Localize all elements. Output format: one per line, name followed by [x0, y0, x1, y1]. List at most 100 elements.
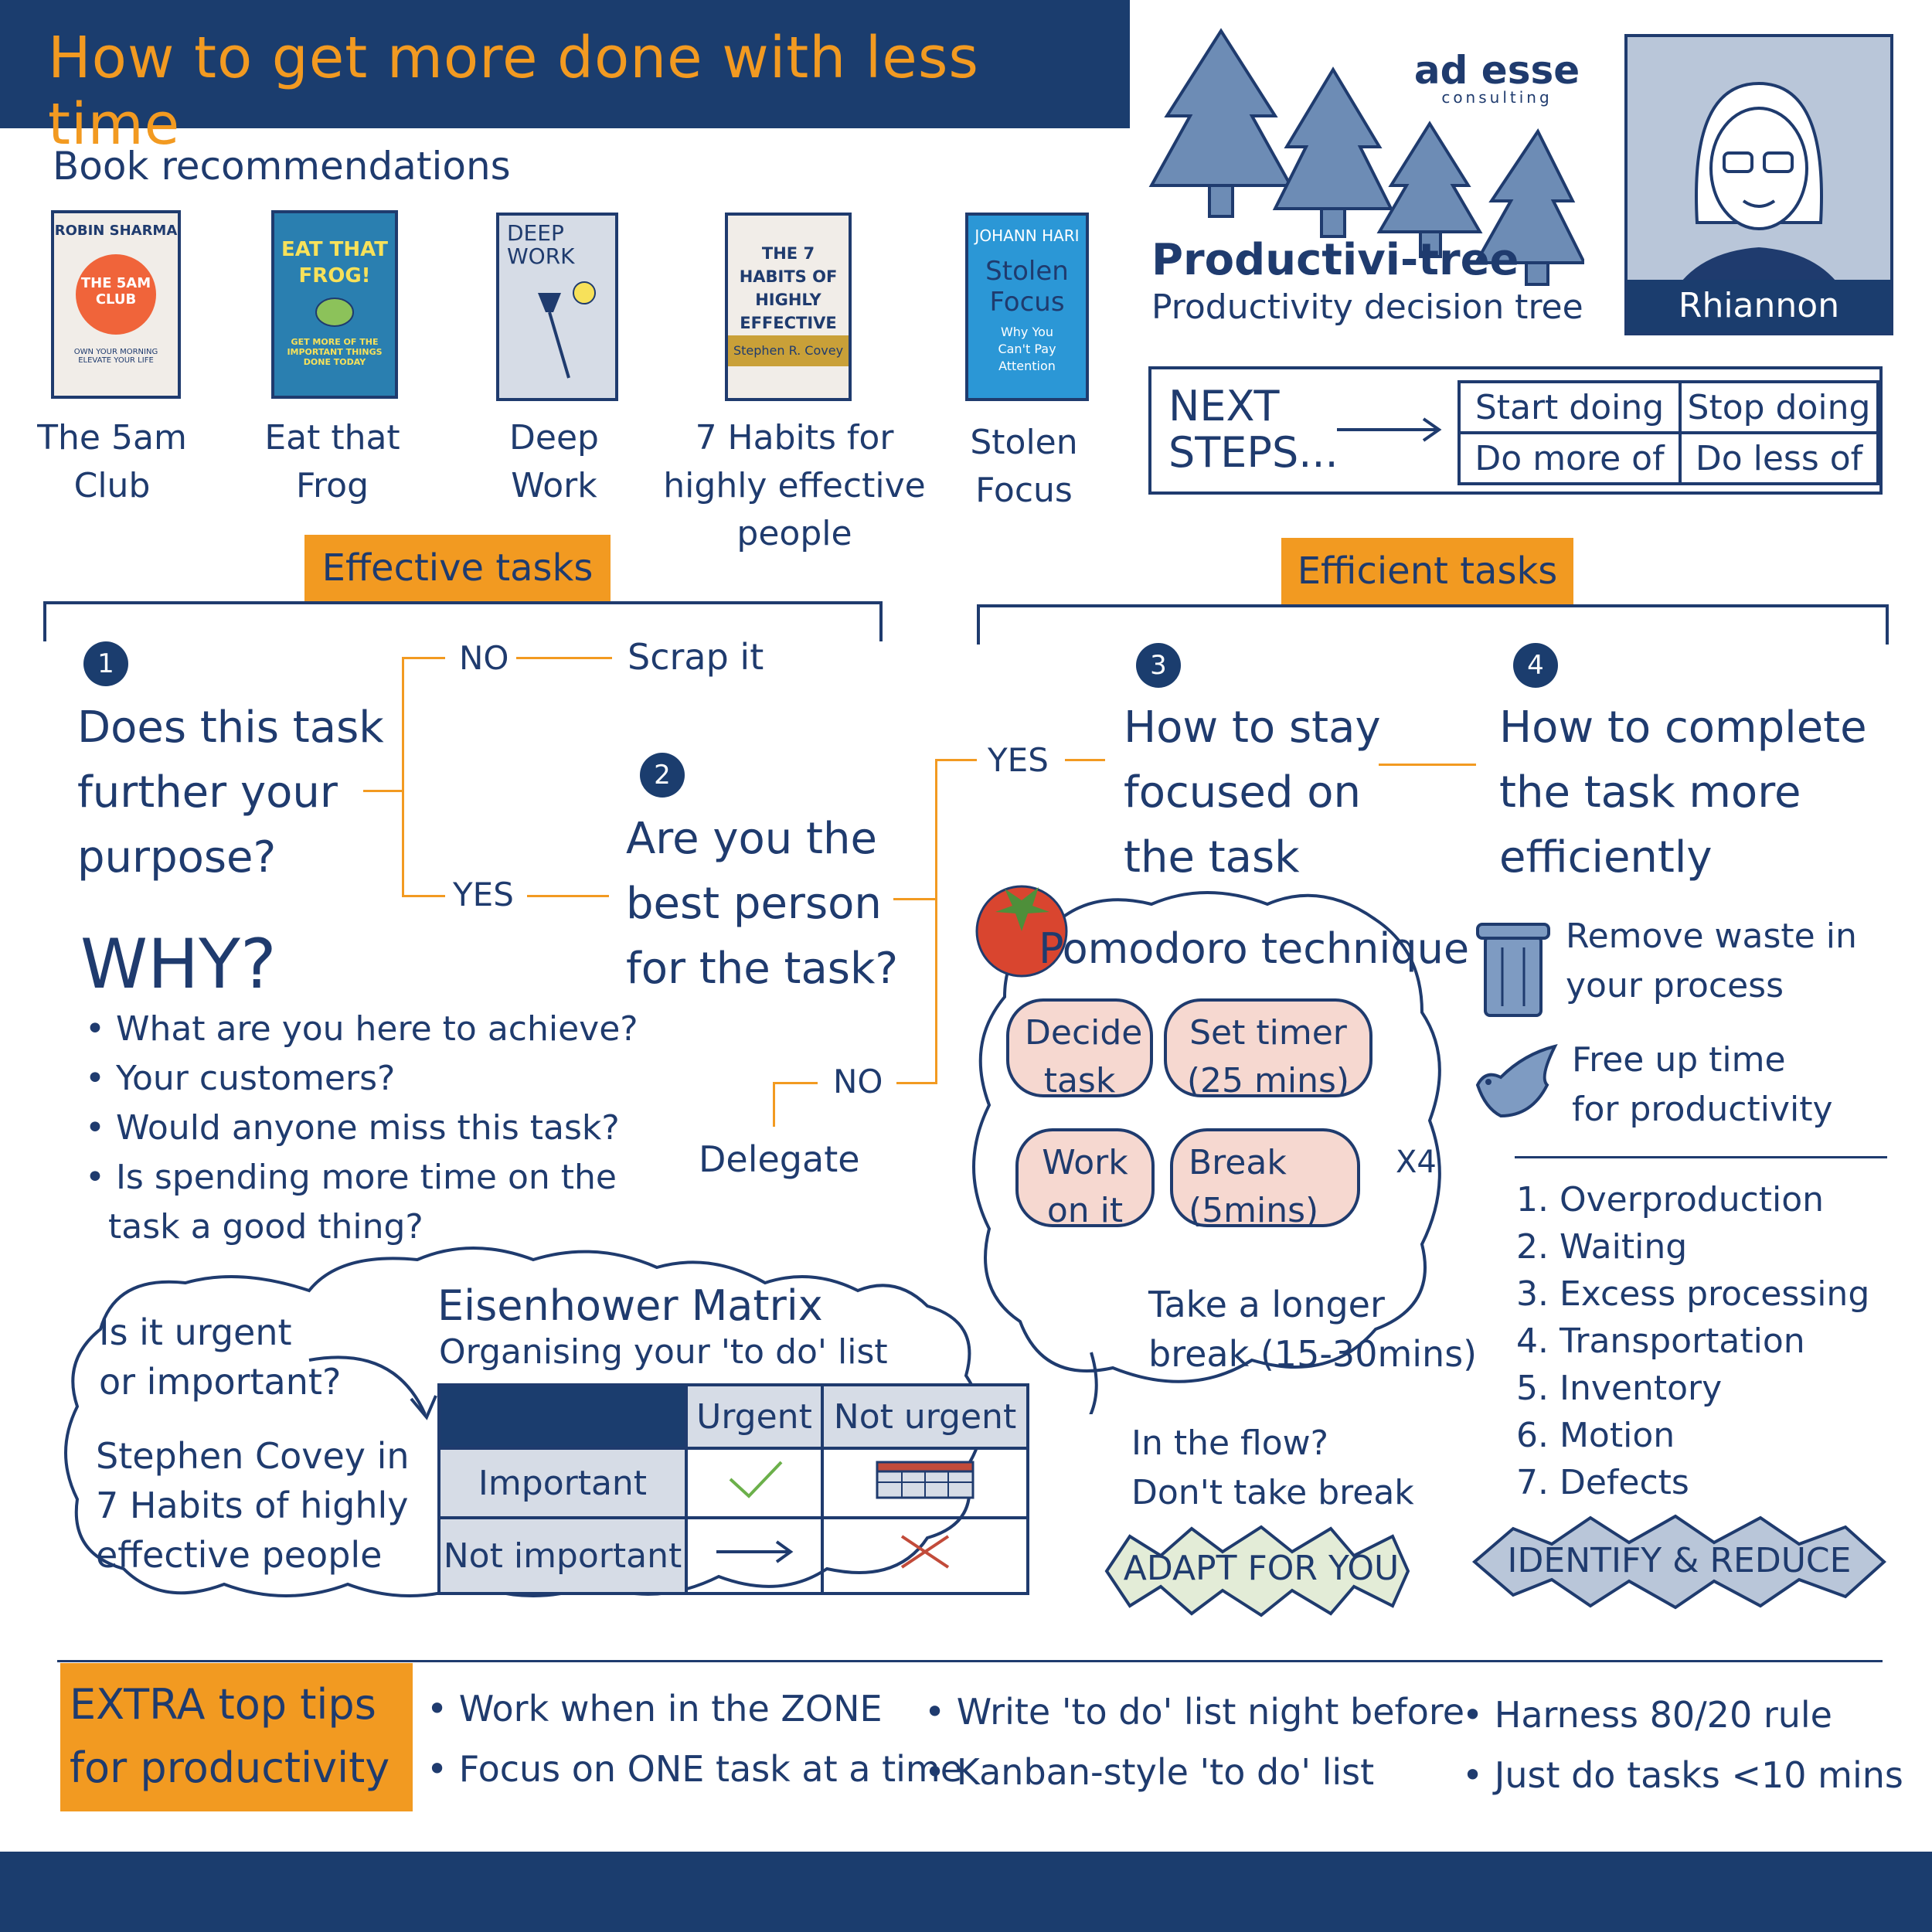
book-label-eat-that-frog: Eat that Frog [247, 414, 417, 510]
remove-waste-line: Remove waste in [1566, 917, 1857, 956]
pomodoro-longer-break: Take a longer break (15-30mins) [1148, 1280, 1477, 1379]
tip-item: • Focus on ONE task at a time [427, 1748, 963, 1790]
free-up-time: Free up time for productivity [1572, 1036, 1833, 1134]
question-1-line: further your [77, 767, 338, 818]
covey-line: Stephen Covey in [96, 1435, 410, 1477]
identify-label: IDENTIFY & REDUCE [1507, 1541, 1852, 1580]
author-portrait: Rhiannon Gibbs [1624, 34, 1893, 335]
book-label-7-habits: 7 Habits for highly effective people [655, 414, 934, 558]
next-steps-cell: Do more of [1458, 431, 1682, 485]
sun-icon [76, 254, 156, 335]
tip-item: • Kanban-style 'to do' list [924, 1751, 1375, 1793]
waste-item: 2. Waiting [1516, 1227, 1688, 1267]
book-cover-deep-work: DEEP WORK [496, 213, 618, 401]
why-item-text: What are you here to achieve? [115, 1009, 638, 1049]
question-3-line: the task [1124, 832, 1300, 883]
step-number-2: 2 [640, 753, 685, 798]
effective-bracket-top [43, 601, 883, 604]
book-label-text: The 5am Club [37, 418, 187, 505]
why-item: • What are you here to achieve? [85, 1009, 638, 1049]
book-label-text: 7 Habits for highly effective people [663, 418, 926, 553]
pill-line: Break [1189, 1143, 1287, 1182]
question-4-line: the task more [1499, 767, 1801, 818]
efficient-bracket-right [1886, 604, 1889, 645]
waste-item: 4. Transportation [1516, 1321, 1805, 1361]
next-steps-line-1: NEXT [1168, 382, 1280, 430]
book-label-stolen-focus: Stolen Focus [942, 419, 1106, 515]
efficient-bracket-left [977, 604, 980, 645]
column-header-urgent: Urgent [685, 1383, 824, 1450]
book-label-text: Stolen Focus [970, 423, 1078, 510]
covey-note: Stephen Covey in 7 Habits of highly effe… [96, 1431, 410, 1580]
question-4-line: efficiently [1499, 832, 1713, 883]
next-steps-cell: Start doing [1458, 380, 1682, 434]
adapt-label: ADAPT FOR YOU [1123, 1549, 1400, 1588]
identify-burst [1471, 1514, 1886, 1610]
efficient-tasks-tag: Efficient tasks [1281, 538, 1573, 604]
row-header-important: Important [437, 1447, 688, 1519]
branch-connector [935, 759, 937, 1083]
trees-illustration [1148, 28, 1584, 286]
urgent-question-line: Is it urgent [99, 1311, 292, 1353]
question-2: Are you the best person for the task? [626, 807, 898, 1002]
brand-logo-main: ad esse [1413, 48, 1580, 93]
tree-title: Productivi-tree [1151, 235, 1519, 285]
pill-line: (5mins) [1189, 1191, 1319, 1230]
tip-item: • Harness 80/20 rule [1462, 1694, 1832, 1736]
question-1-line: Does this task [77, 702, 384, 753]
urgent-question-line: or important? [99, 1361, 342, 1403]
delegate: Delegate [699, 1138, 860, 1180]
branch-connector [363, 790, 403, 792]
pomodoro-step-decide: Decide task [1006, 998, 1153, 1100]
waste-item: 3. Excess processing [1516, 1274, 1870, 1314]
calendar-icon [876, 1461, 975, 1498]
step-number-1: 1 [83, 641, 128, 686]
book-subtitle: OWN YOUR MORNING ELEVATE YOUR LIFE [73, 348, 158, 365]
tip-item: • Work when in the ZONE [427, 1688, 883, 1730]
pomodoro-step-timer: Set timer (25 mins) [1164, 998, 1372, 1100]
brand-logo-sub: consulting [1441, 88, 1553, 107]
eisenhower-title: Eisenhower Matrix [437, 1281, 823, 1330]
effective-bracket-right [879, 601, 883, 641]
waste-item: 5. Inventory [1516, 1369, 1723, 1408]
question-4: How to complete the task more efficientl… [1499, 696, 1867, 890]
next-steps-box: NEXT STEPS... Start doing Stop doing Do … [1148, 366, 1883, 495]
brand-logo: ad esse consulting [1400, 48, 1594, 107]
step-number-3: 3 [1136, 643, 1181, 688]
question-1-line: purpose? [77, 832, 277, 883]
yes-label-1: YES [453, 876, 514, 913]
question-2-line: Are you the [626, 814, 877, 864]
why-item: • Your customers? [85, 1059, 396, 1098]
tips-heading-line: for productivity [70, 1743, 390, 1792]
book-main-title: THE 5AM CLUB [80, 275, 151, 308]
why-item-text: task a good thing? [108, 1207, 423, 1247]
pill-line: on it [1046, 1191, 1124, 1230]
pomodoro-repeat: X4 [1396, 1145, 1437, 1180]
books-heading: Book recommendations [53, 144, 511, 189]
tips-divider [57, 1660, 1883, 1662]
pomodoro-title: Pomodoro technique [1039, 924, 1470, 973]
pill-line: Work [1042, 1143, 1128, 1182]
author-name: Rhiannon Gibbs [1628, 280, 1890, 332]
arrow-right-icon [716, 1539, 794, 1563]
efficient-bracket-top [977, 604, 1889, 607]
remove-waste-line: your process [1566, 966, 1784, 1005]
tips-heading-line: EXTRA top tips [70, 1680, 376, 1729]
effective-tasks-tag: Effective tasks [304, 535, 611, 601]
footer-bar [0, 1852, 1932, 1932]
row-header-not-important: Not important [437, 1516, 688, 1595]
trash-can-icon [1476, 923, 1550, 1017]
book-main-title: DEEP WORK [507, 220, 575, 269]
why-item-text: Is spending more time on the [115, 1158, 617, 1197]
delegate-cell [685, 1516, 824, 1595]
book-author: ROBIN SHARMA [54, 223, 178, 239]
next-steps-line-2: STEPS... [1168, 428, 1338, 477]
book-main-title: Stolen Focus [985, 256, 1069, 318]
why-item-text: Would anyone miss this task? [115, 1108, 620, 1148]
free-up-line: Free up time [1572, 1040, 1786, 1080]
step-number-4: 4 [1513, 643, 1558, 688]
question-3-line: How to stay [1124, 702, 1381, 753]
remove-waste: Remove waste in your process [1566, 912, 1857, 1011]
no-label-1: NO [459, 639, 509, 677]
column-header-not-urgent: Not urgent [821, 1383, 1029, 1450]
